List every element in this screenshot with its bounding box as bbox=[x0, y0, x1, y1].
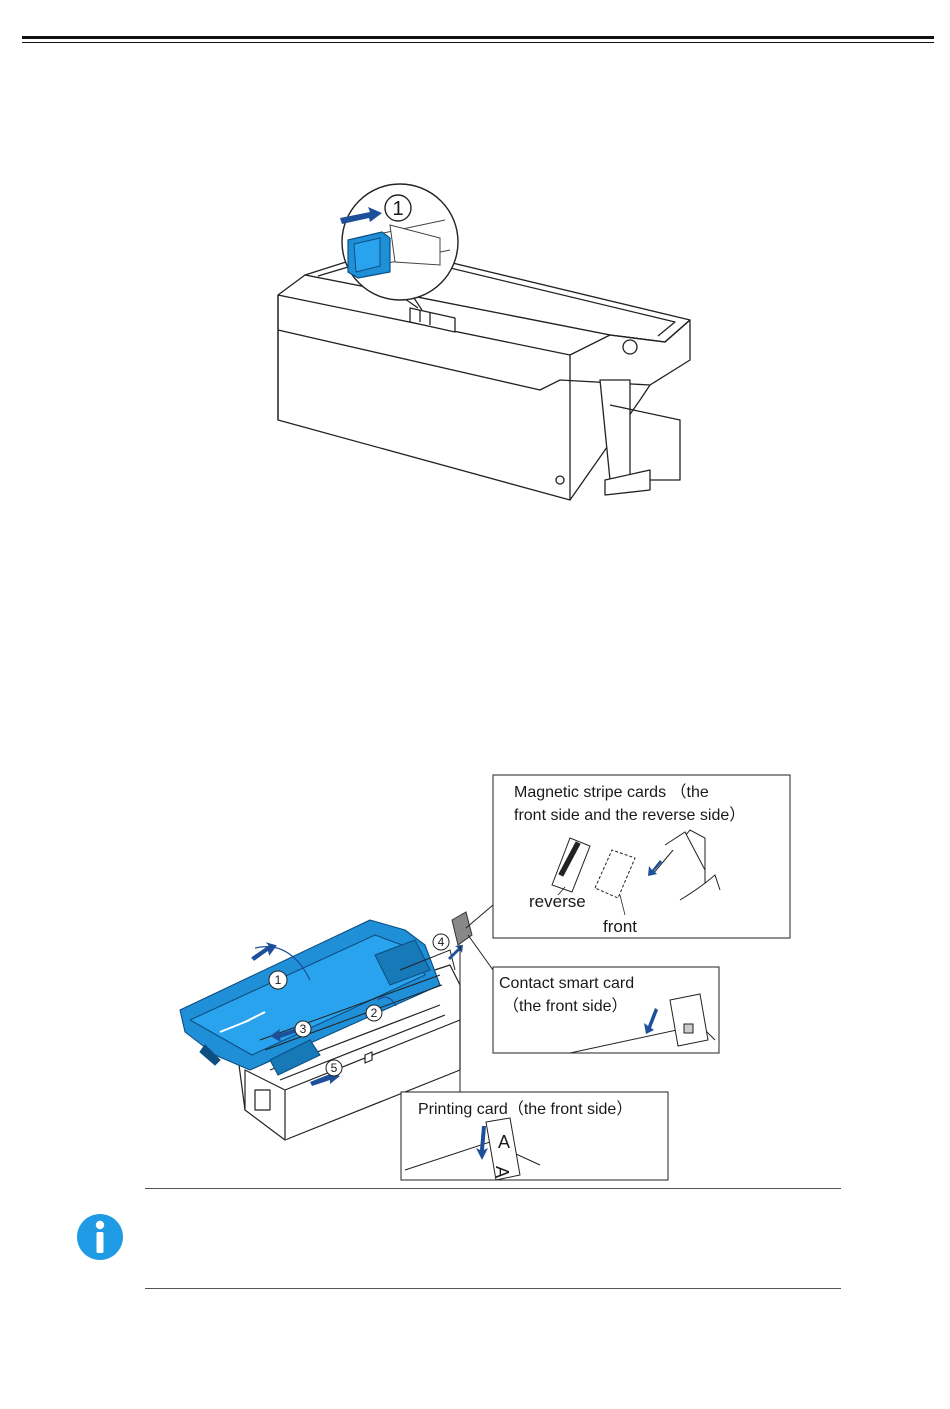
step-5-label: 5 bbox=[331, 1061, 338, 1075]
callout-magnetic-stripe: Magnetic stripe cards （the front side an… bbox=[493, 775, 790, 938]
step-1-label: 1 bbox=[275, 973, 282, 987]
smart-title-line2: （the front side） bbox=[503, 997, 628, 1015]
callout-printing-card: Printing card（the front side） A A bbox=[401, 1092, 668, 1180]
header-rule-thin bbox=[22, 42, 934, 43]
card-slot bbox=[452, 912, 472, 945]
header-rule-thick bbox=[22, 36, 934, 39]
step-2-label: 2 bbox=[371, 1006, 378, 1020]
step-3-label: 3 bbox=[300, 1022, 307, 1036]
smart-title-line1: Contact smart card bbox=[499, 975, 634, 992]
label-reverse: reverse bbox=[529, 892, 586, 911]
note-rule-bottom bbox=[145, 1288, 841, 1289]
callout-contact-smart-card: Contact smart card （the front side） bbox=[493, 967, 719, 1053]
step-4-label: 4 bbox=[438, 935, 445, 949]
printing-title: Printing card（the front side） bbox=[418, 1100, 632, 1118]
card-loading-illustration: 1 2 3 4 5 Magnetic stripe cards （the fro… bbox=[160, 770, 800, 1185]
printing-card-letter: A bbox=[498, 1132, 510, 1152]
magnetic-title-line1: Magnetic stripe cards （the bbox=[514, 783, 709, 801]
step-number: 1 bbox=[392, 198, 403, 220]
info-icon bbox=[76, 1213, 124, 1261]
note-rule-top bbox=[145, 1188, 841, 1189]
label-front: front bbox=[603, 917, 637, 936]
magnetic-title-line2: front side and the reverse side） bbox=[514, 806, 745, 824]
printing-card-letter-rotated: A bbox=[492, 1166, 512, 1178]
printer-lock-illustration: 1 bbox=[270, 180, 700, 510]
